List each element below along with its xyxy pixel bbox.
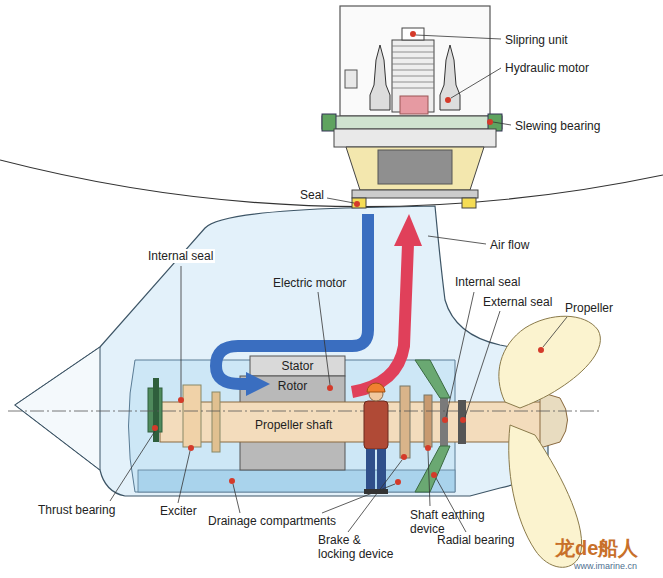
person-body [364, 401, 388, 449]
nose-cone [15, 347, 100, 470]
brake-disc [400, 386, 410, 458]
cool-air-arrowhead [246, 372, 270, 396]
leader-lines [110, 35, 567, 532]
callout-label: External seal [483, 295, 552, 309]
part-label: Rotor [278, 379, 307, 393]
callout-label: Radial bearing [437, 533, 514, 547]
callout-label: Electric motor [273, 276, 346, 290]
bottom-flange [352, 190, 478, 198]
centre-line [8, 411, 600, 412]
pod-housing [15, 206, 548, 496]
person-leg [366, 449, 375, 491]
warm-air-arrowhead [394, 214, 422, 246]
callout-label: Internal seal [146, 249, 215, 263]
radial-bearing-strut [415, 446, 450, 492]
callout-label: Drainage compartments [208, 514, 336, 528]
callout-label: Hydraulic motor [505, 61, 589, 75]
gear-block [400, 96, 428, 114]
callout-label: Slipring unit [505, 33, 568, 47]
callout-label: Propeller [565, 301, 613, 315]
hub-cone [540, 392, 568, 448]
person-shoe [364, 489, 376, 494]
shaft-flange [212, 392, 220, 452]
hydraulic-motor-symbol [370, 45, 390, 110]
cabinet [340, 6, 490, 116]
callout-label: Shaft earthing device [410, 508, 502, 536]
steering-core [378, 150, 452, 184]
drainage-compartment [138, 470, 455, 492]
person-leg [377, 449, 386, 491]
shaft-box: Propeller shaft [160, 402, 550, 442]
callout-label: Internal seal [455, 275, 520, 289]
watermark: 龙de船人 [555, 536, 638, 560]
cabinet-handle [345, 70, 357, 88]
part-label: Stator [281, 359, 313, 373]
hull-line [0, 160, 663, 207]
propeller-blade [499, 316, 601, 408]
steering-frame [346, 147, 484, 190]
radial-bearing-strut [415, 360, 450, 398]
callout-label: Thrust bearing [38, 503, 115, 517]
seal-symbol [462, 198, 476, 208]
base-plate [334, 129, 496, 147]
cool-air-arrow [216, 214, 368, 384]
watermark-url: www.imarine.cn [574, 561, 637, 572]
stator-box: Stator [250, 356, 345, 376]
slewing-block [322, 114, 336, 131]
callout-label: Slewing bearing [515, 119, 600, 133]
part-label: Propeller shaft [255, 418, 332, 432]
callout-label: Exciter [160, 504, 197, 518]
person-shoe [376, 489, 388, 494]
callout-label: Seal [300, 188, 324, 202]
warm-air-arrow [352, 244, 408, 392]
earthing-device [424, 395, 432, 447]
slewing-ring [322, 116, 502, 129]
callout-label: Brake & locking device [318, 533, 398, 561]
stator-shape [250, 356, 345, 376]
slipring-rings [392, 46, 434, 88]
exciter-symbol [183, 385, 201, 447]
callout-label: Air flow [490, 238, 529, 252]
person-helmet [367, 383, 385, 392]
